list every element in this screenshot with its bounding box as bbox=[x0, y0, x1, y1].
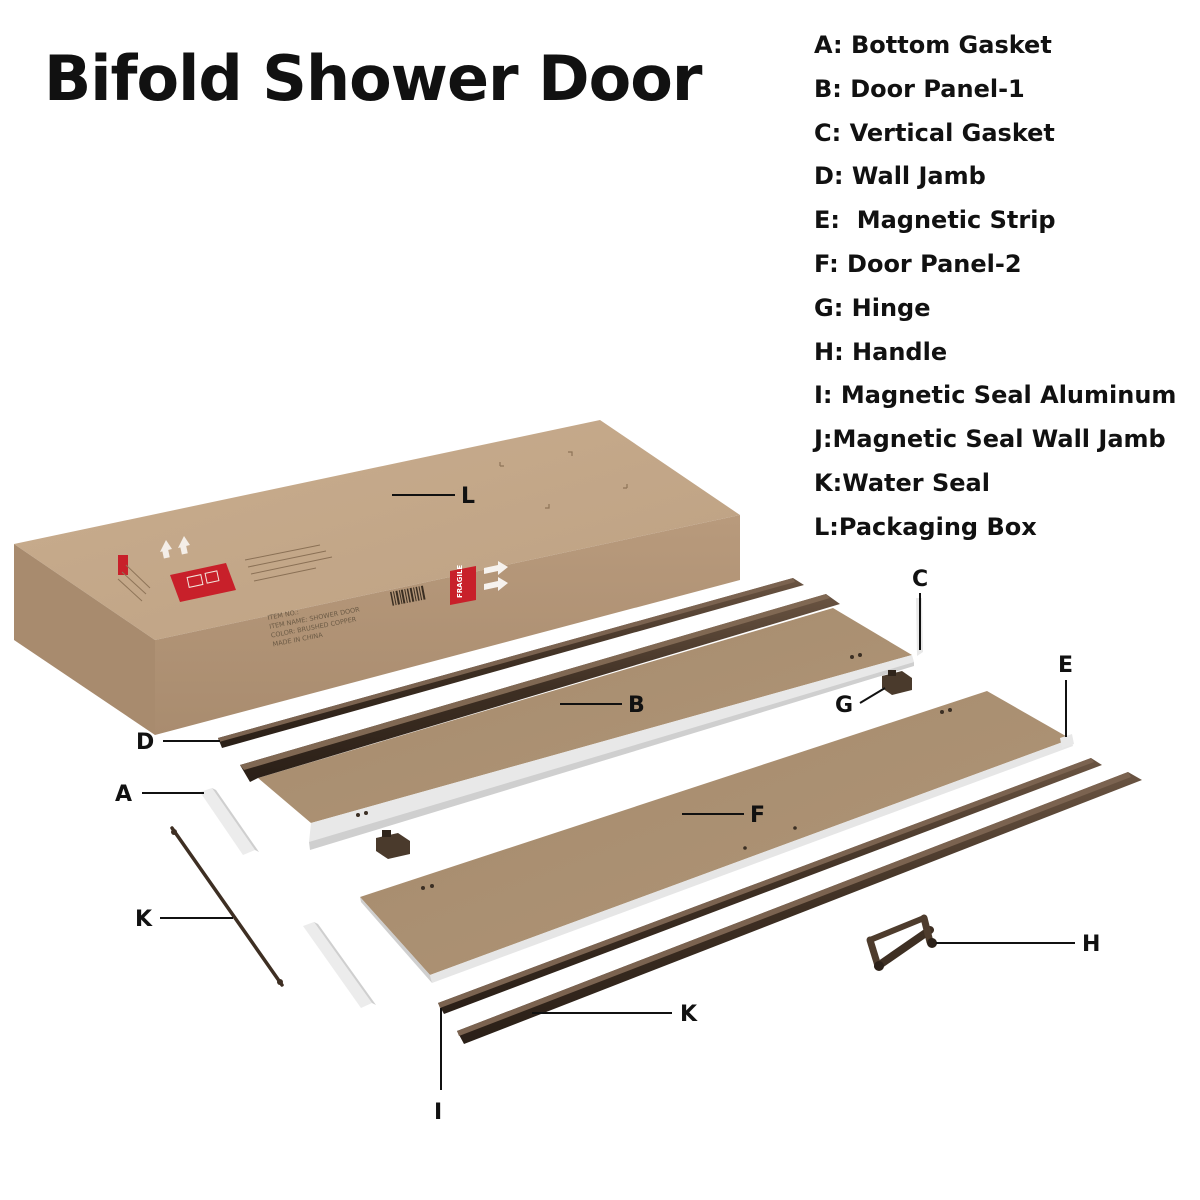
wall-jamb: D bbox=[136, 578, 804, 755]
box-barcode bbox=[390, 585, 426, 606]
box-side-text-lines bbox=[117, 564, 151, 602]
box-front-face bbox=[155, 515, 740, 735]
callout-i: I bbox=[434, 1100, 442, 1125]
hinge-lower bbox=[376, 830, 410, 859]
callout-h: H bbox=[1082, 932, 1100, 957]
callout-d: D bbox=[136, 730, 154, 755]
box-handling-label bbox=[170, 563, 236, 602]
door-panel-2-glass bbox=[360, 691, 1071, 975]
vertical-gasket: C bbox=[912, 567, 928, 656]
magnetic-seal-aluminum: I bbox=[434, 758, 1102, 1125]
legend-item-g: G: Hinge bbox=[814, 293, 931, 322]
water-seal-rod: K bbox=[135, 826, 284, 987]
callout-g: G bbox=[835, 693, 853, 718]
door-panel-1-glass bbox=[258, 608, 912, 823]
magnetic-strip: E bbox=[1058, 653, 1074, 748]
hinge-upper: G bbox=[835, 670, 912, 718]
box-top-markings bbox=[499, 451, 628, 509]
legend-item-d: D: Wall Jamb bbox=[814, 162, 986, 191]
box-up-arrows-icon bbox=[160, 536, 190, 559]
callout-b: B bbox=[628, 693, 645, 718]
legend-item-i: I: Magnetic Seal Aluminum bbox=[814, 381, 1177, 410]
handle: H bbox=[866, 914, 1100, 971]
legend-item-h: H: Handle bbox=[814, 337, 948, 366]
legend-item-e: E: Magnetic Strip bbox=[814, 206, 1056, 235]
box-side-face bbox=[14, 544, 155, 735]
box-fragile-text: FRAGILE bbox=[456, 565, 464, 598]
callout-l: L bbox=[461, 484, 475, 509]
box-side-warning-label bbox=[118, 555, 128, 575]
page-title: Bifold Shower Door bbox=[44, 42, 702, 115]
box-top-spec-lines bbox=[244, 544, 333, 582]
callout-k2: K bbox=[680, 1002, 698, 1027]
door-panel-2: F bbox=[360, 691, 1073, 983]
legend-item-b: B: Door Panel-1 bbox=[814, 74, 1025, 103]
box-right-arrows-icon bbox=[484, 561, 508, 591]
bottom-gasket-lower bbox=[303, 922, 376, 1008]
packaging-box: ITEM NO.: ITEM NAME: SHOWER DOOR COLOR: … bbox=[14, 420, 740, 735]
legend-item-j: J:Magnetic Seal Wall Jamb bbox=[814, 425, 1166, 454]
legend-item-f: F: Door Panel-2 bbox=[814, 249, 1022, 278]
door-panel-1: B bbox=[240, 594, 914, 850]
callout-e: E bbox=[1058, 653, 1073, 678]
legend-item-a: A: Bottom Gasket bbox=[814, 31, 1052, 59]
legend-item-k: K:Water Seal bbox=[814, 468, 990, 497]
water-seal-bar: K bbox=[457, 772, 1142, 1044]
callout-k1: K bbox=[135, 907, 153, 932]
legend-item-c: C: Vertical Gasket bbox=[814, 118, 1055, 147]
box-fragile-sticker: FRAGILE bbox=[450, 565, 476, 605]
parts-legend: A: Bottom Gasket B: Door Panel-1 C: Vert… bbox=[814, 28, 1176, 554]
legend-item-l: L:Packaging Box bbox=[814, 512, 1037, 541]
callout-a: A bbox=[115, 782, 132, 807]
bottom-gasket-upper: A bbox=[115, 782, 259, 855]
callout-f: F bbox=[750, 803, 765, 828]
callout-c: C bbox=[912, 567, 928, 592]
